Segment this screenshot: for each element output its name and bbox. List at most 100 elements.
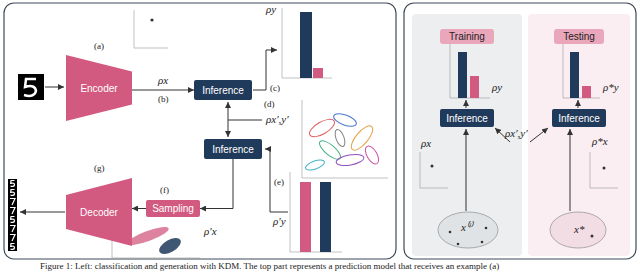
data-point [150, 18, 153, 21]
bar-chart [300, 182, 311, 252]
right-panel [404, 3, 636, 259]
callout-letter: (d) [264, 100, 275, 109]
contour-plot [302, 100, 388, 178]
bar-chart [290, 172, 342, 252]
callout-letter: (b) [158, 95, 169, 104]
node-text: Decoder [80, 207, 118, 218]
generated-digits [8, 179, 17, 188]
phase-panel: TestingInference [528, 14, 630, 256]
process-box: Inference [440, 109, 494, 127]
math-label: ρx′,y′ [266, 114, 289, 125]
input-digit [18, 74, 44, 100]
scatter-plot [134, 10, 135, 48]
trapezoid-fill [66, 178, 132, 246]
scatter-plot [134, 10, 168, 48]
bar-chart [450, 44, 490, 98]
math-label: ρx′,y′ [505, 128, 528, 139]
callout-letter: (f) [160, 186, 169, 195]
node-text: Inference [212, 144, 254, 155]
node-text: Inference [558, 113, 600, 124]
data-point [591, 235, 594, 238]
callout-letter: (a) [94, 42, 104, 51]
process-box: Inference [204, 139, 262, 159]
math-label: ρx [421, 138, 431, 149]
scatter-plot [590, 152, 618, 188]
figure-caption: Figure 1: Left: classification and gener… [40, 262, 499, 271]
bar-chart [458, 52, 467, 98]
joint-arrows [228, 102, 262, 137]
input-arrow [466, 129, 467, 211]
bar-chart [450, 44, 490, 98]
test-sample [550, 212, 606, 248]
bar-chart [470, 76, 479, 98]
joint-arrows [228, 102, 229, 120]
bar-chart [313, 68, 323, 78]
left-panel [4, 3, 396, 259]
contour-plot [363, 144, 382, 166]
math-label: ρy [266, 4, 276, 15]
math-label: ρ*y [603, 82, 619, 93]
bar-chart [570, 52, 579, 98]
output-arrow [466, 100, 467, 108]
data-points [485, 227, 488, 230]
generated-digits [8, 242, 17, 251]
contour-plot [157, 235, 184, 257]
condition-arrow [265, 149, 288, 212]
node-text: Encoder [80, 83, 117, 94]
generated-digits [8, 188, 17, 197]
node-text: Inference [446, 113, 488, 124]
node-text: Training [440, 29, 494, 44]
contour-plot [332, 111, 358, 129]
joint-arrows [228, 120, 262, 121]
joint-arrows [530, 128, 548, 142]
math-label: ρ*x [592, 136, 608, 147]
input-arrow [45, 87, 64, 88]
node-text: Testing [554, 29, 604, 44]
callout-letter: (c) [270, 84, 280, 93]
generated-digits [8, 206, 17, 215]
generated-digits [11, 190, 15, 196]
data-point [431, 165, 434, 168]
generated-digits [8, 215, 17, 224]
bar-chart [300, 12, 312, 78]
contour-plot [304, 111, 381, 172]
flow-arrow [132, 90, 194, 91]
generated-digits [10, 199, 15, 206]
bar-chart [563, 44, 600, 98]
callout-letter: (e) [274, 178, 284, 187]
generated-digits [8, 233, 17, 242]
output-arrow [578, 100, 579, 108]
training-set [438, 212, 498, 248]
input-digit [18, 74, 44, 100]
contour-plot [348, 123, 376, 154]
generated-digits [11, 181, 15, 187]
node-text: Inference [202, 85, 244, 96]
math-label: x* [574, 224, 584, 235]
node-text: Sampling [152, 203, 194, 214]
flow-arrow [132, 208, 146, 209]
encoder-block: Encoder [66, 55, 132, 121]
contour-plot [335, 153, 364, 168]
scatter-plot [590, 152, 591, 188]
process-box: Inference [552, 109, 606, 127]
math-label: ρ′x [204, 226, 217, 237]
bar-chart [320, 182, 331, 252]
data-points [481, 241, 484, 244]
scatter-plot [590, 188, 618, 189]
scatter-plot [420, 152, 448, 188]
math-label: ρy [492, 82, 502, 93]
generated-digits [8, 179, 17, 251]
data-points [449, 231, 452, 234]
flow-arrow [200, 159, 233, 209]
math-label: ρ′y [273, 216, 286, 227]
input-digit [24, 79, 36, 96]
input-arrow [570, 129, 571, 211]
data-point [603, 167, 606, 170]
contour-plot [302, 100, 388, 178]
contour-plot [304, 158, 326, 172]
decoder-block: Decoder [66, 178, 132, 246]
math-label: x⁽ⁱ⁾ [461, 222, 472, 233]
generated-digits [11, 217, 15, 223]
process-box: Sampling [146, 200, 200, 217]
scatter-plot [420, 188, 448, 189]
